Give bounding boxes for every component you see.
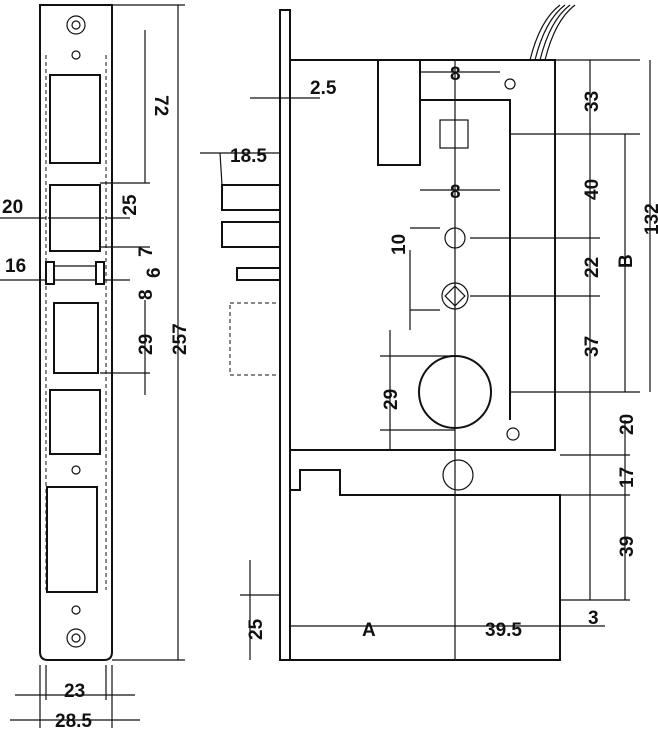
dim-3: 3	[588, 608, 599, 629]
dim-A: A	[362, 620, 376, 641]
dim-28-5: 28.5	[55, 711, 92, 730]
dim-33: 33	[582, 91, 603, 112]
dim-10: 10	[389, 234, 410, 255]
dim-29: 29	[136, 334, 157, 355]
dim-16: 16	[5, 256, 26, 277]
dim-40: 40	[582, 179, 603, 200]
dim-20-side: 20	[617, 414, 638, 435]
dim-22: 22	[582, 257, 603, 278]
dim-7: 7	[136, 246, 157, 257]
dim-23: 23	[64, 681, 85, 702]
dim-18-5: 18.5	[230, 146, 267, 167]
dim-37: 37	[582, 336, 603, 357]
dim-8-top: 8	[450, 64, 461, 85]
dim-8-mid: 8	[450, 182, 461, 203]
lock-side-view	[200, 4, 651, 661]
dim-39-5: 39.5	[485, 620, 522, 641]
dim-17: 17	[617, 467, 638, 488]
dim-20: 20	[2, 197, 23, 218]
dim-2-5: 2.5	[310, 78, 337, 99]
dim-132: 132	[642, 203, 658, 235]
dimension-labels: 72 20 25 16 7 6 8 29 257 23 28.5 2.5 18.…	[2, 64, 658, 730]
dim-8: 8	[136, 289, 157, 300]
dim-257: 257	[170, 323, 191, 355]
dim-6: 6	[144, 267, 165, 278]
dim-25-side: 25	[246, 618, 267, 640]
dim-72: 72	[150, 95, 171, 116]
dim-25: 25	[120, 194, 141, 216]
dim-B: B	[616, 254, 637, 268]
dim-39: 39	[617, 536, 638, 557]
faceplate-front-view	[0, 4, 185, 728]
dim-29-cyl: 29	[381, 389, 402, 410]
